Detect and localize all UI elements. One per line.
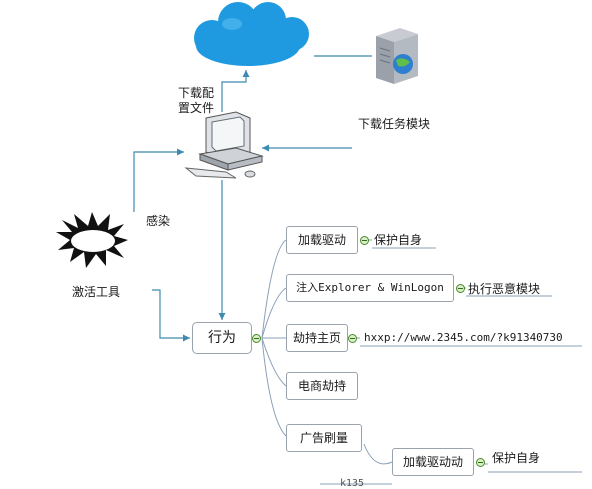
branch-load-driver: 加载驱动 <box>286 226 358 254</box>
partial-driver-node: 加载驱动动 <box>392 448 474 476</box>
computer-icon <box>184 111 264 179</box>
cloud-icon <box>194 2 309 66</box>
behavior-node: 行为 <box>192 322 252 354</box>
arrow-infect <box>133 148 184 212</box>
leaf-protect-self: 保护自身 <box>374 233 423 247</box>
collapse-icon <box>252 334 261 343</box>
infect-label: 感染 <box>146 214 171 228</box>
collapse-icon <box>348 334 357 343</box>
download-config-label-2: 置文件 <box>178 101 215 115</box>
arrow-tool-to-behavior <box>152 289 190 342</box>
activation-tool-label: 激活工具 <box>72 285 121 299</box>
arrow-cloud-to-pc <box>221 70 250 112</box>
download-module-label: 下载任务模块 <box>358 117 431 131</box>
virus-icon <box>56 212 128 268</box>
branch-inject-explorer: 注入Explorer & WinLogon <box>286 274 454 302</box>
download-config-label-1: 下载配 <box>178 86 215 100</box>
branch-lines <box>261 239 582 485</box>
branch-hijack-homepage: 劫持主页 <box>286 324 348 352</box>
collapse-icon <box>360 236 369 245</box>
leaf-exec-malicious: 执行恶意模块 <box>468 282 541 296</box>
partial-bottom-fragment: k135 <box>340 478 365 489</box>
collapse-icon <box>476 458 485 467</box>
collapse-icon <box>456 284 465 293</box>
branch-ecommerce-hijack: 电商劫持 <box>286 372 358 400</box>
server-icon <box>376 28 418 84</box>
partial-protect-self: 保护自身 <box>492 451 541 465</box>
branch-ad-fraud: 广告刷量 <box>286 424 362 452</box>
leaf-hijack-url: hxxp://www.2345.com/?k91340730 <box>364 331 563 344</box>
